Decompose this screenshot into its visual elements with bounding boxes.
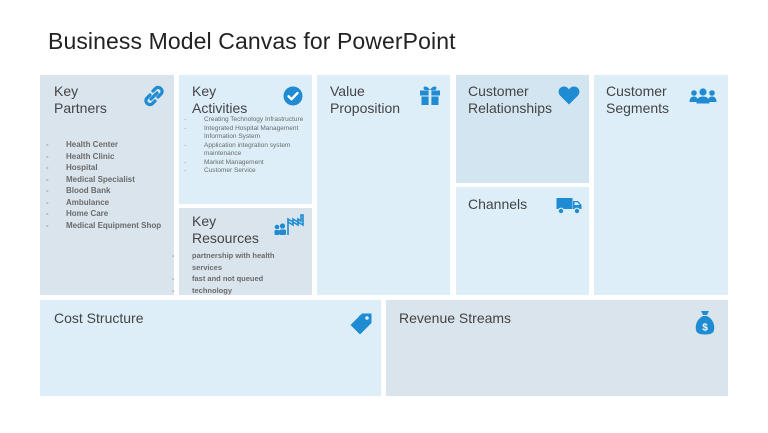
key-partners-label-line1: Key (54, 83, 79, 99)
key-partners-list: Health Center Health Clinic Hospital Med… (46, 139, 161, 232)
key-activities-label-line2: Activities (192, 100, 248, 116)
factory-icon (274, 214, 304, 235)
key-resources-label-line2: Resources (192, 230, 259, 246)
heart-icon (558, 86, 580, 105)
customer-relationships-label-line2: Relationships (468, 100, 553, 116)
list-item: Hospital (46, 162, 161, 174)
list-item: fast and not queued (172, 273, 302, 285)
page-title: Business Model Canvas for PowerPoint (48, 28, 456, 54)
key-resources-block[interactable]: Key Resources partnership with health se… (172, 208, 312, 297)
value-proposition-label-line2: Proposition (330, 100, 401, 116)
truck-icon (556, 198, 582, 215)
list-item: Medical Equipment Shop (46, 220, 161, 232)
key-partners-label: Key Partners (54, 83, 107, 117)
list-item: Health Clinic (46, 151, 161, 163)
channels-label: Channels (468, 196, 528, 212)
list-item: Ambulance (46, 197, 161, 209)
list-item: technology (172, 285, 302, 297)
list-item: Home Care (46, 208, 161, 220)
revenue-streams-label: Revenue Streams (399, 310, 512, 326)
cost-structure-block[interactable]: Cost Structure (40, 300, 381, 396)
revenue-streams-block[interactable]: Revenue Streams $ (386, 300, 728, 396)
customer-relationships-label-line1: Customer (468, 83, 529, 99)
list-item: Market Management (184, 159, 304, 168)
list-item: Health Center (46, 139, 161, 151)
key-partners-label-line2: Partners (54, 100, 107, 116)
list-item: Medical Specialist (46, 174, 161, 186)
gift-icon (420, 86, 440, 105)
key-resources-label: Key Resources (192, 213, 259, 247)
key-activities-block[interactable]: Key Activities Creating Technology Infra… (179, 75, 312, 204)
channels-block[interactable]: Channels (456, 187, 589, 295)
list-item: Creating Technology Infrastructure (184, 116, 304, 125)
customer-segments-block[interactable]: Customer Segments (594, 75, 728, 295)
customer-relationships-block[interactable]: Customer Relationships (456, 75, 589, 183)
customer-segments-label: Customer Segments (606, 83, 669, 117)
key-activities-list: Creating Technology Infrastructure Integ… (184, 116, 304, 176)
customer-segments-label-line2: Segments (606, 100, 670, 116)
key-resources-list: partnership with health services fast an… (172, 250, 302, 297)
money-bag-icon: $ (695, 311, 715, 335)
list-item: Customer Service (184, 167, 304, 176)
key-partners-block[interactable]: Key Partners Health Center Health Clinic… (40, 75, 174, 295)
list-item: Blood Bank (46, 185, 161, 197)
list-item: Application integration system maintenan… (184, 142, 304, 159)
value-proposition-label-line1: Value (330, 83, 365, 99)
link-icon (144, 85, 164, 107)
value-proposition-label: Value Proposition (330, 83, 400, 117)
value-proposition-block[interactable]: Value Proposition (317, 75, 450, 295)
customer-segments-label-line1: Customer (606, 83, 667, 99)
key-resources-label-line1: Key (192, 213, 217, 229)
price-tag-icon (350, 313, 372, 335)
key-activities-label-line1: Key (192, 83, 217, 99)
cost-structure-label: Cost Structure (54, 310, 144, 326)
svg-text:$: $ (702, 323, 708, 334)
list-item: Integrated Hospital Management Informati… (184, 125, 304, 142)
people-icon (689, 88, 717, 104)
key-activities-label: Key Activities (192, 83, 247, 117)
checkmark-icon (283, 86, 303, 106)
customer-relationships-label: Customer Relationships (468, 83, 552, 117)
list-item: partnership with health services (172, 250, 302, 273)
